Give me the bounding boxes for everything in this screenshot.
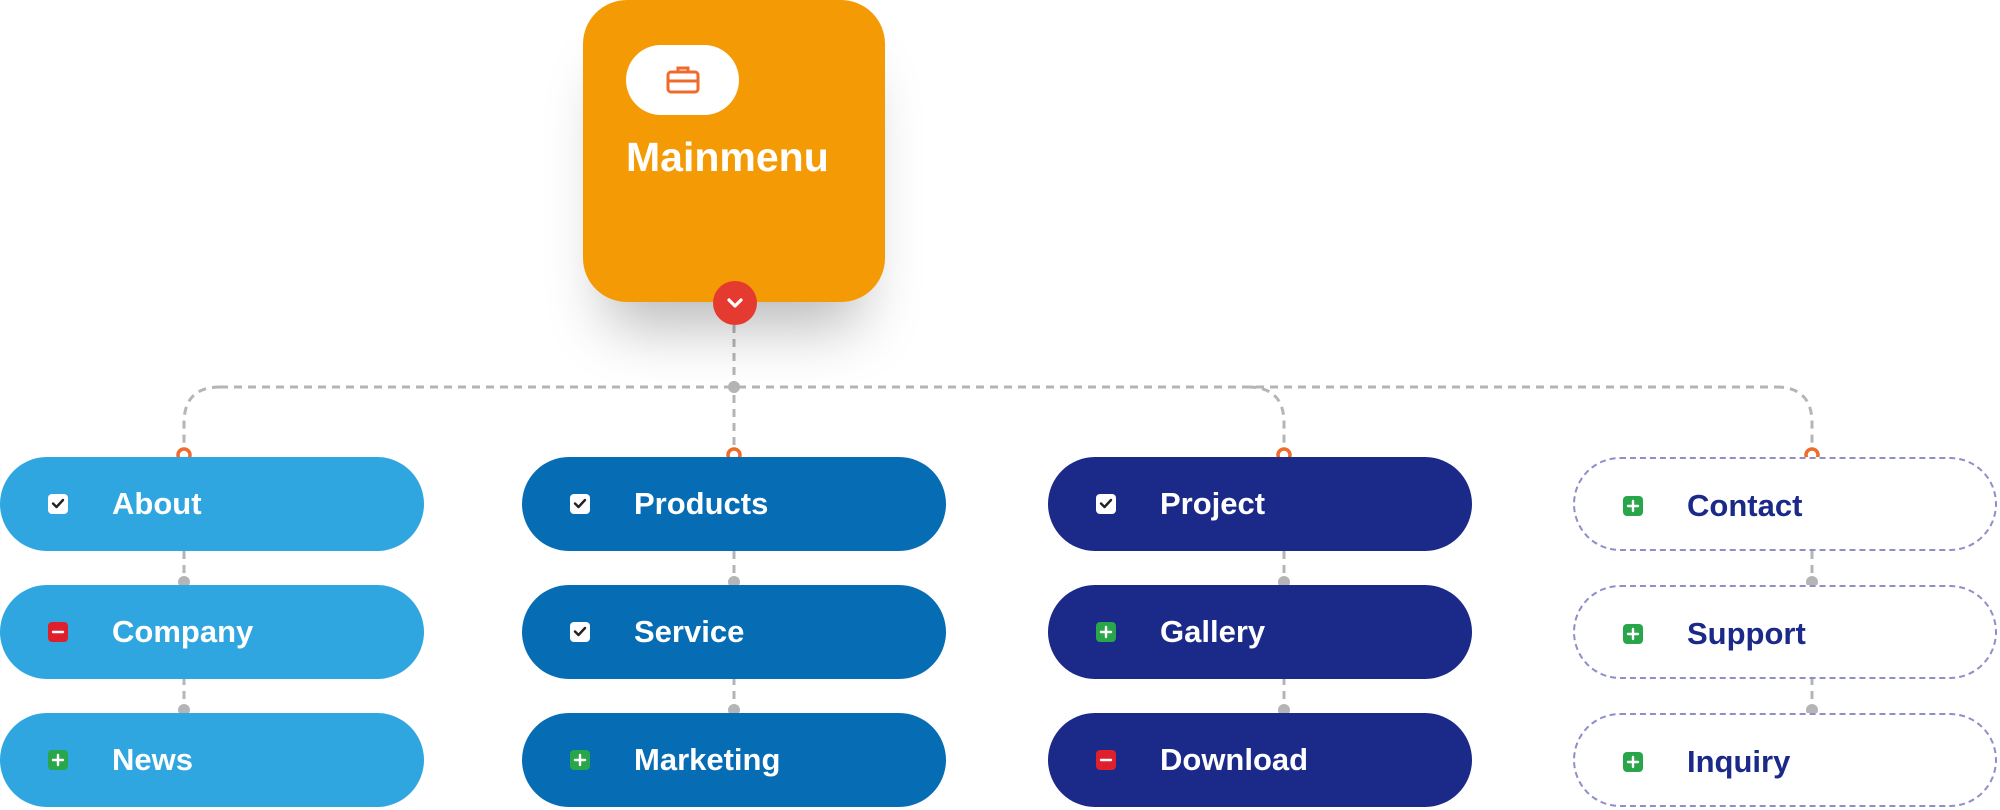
menu-item-contact[interactable]: Contact <box>1573 457 1997 551</box>
check-icon <box>570 494 590 514</box>
menu-item-label: Download <box>1160 742 1309 777</box>
menu-item-project[interactable]: Project <box>1048 457 1472 551</box>
plus-icon <box>48 750 68 770</box>
briefcase-icon <box>666 66 699 94</box>
menu-item-about[interactable]: About <box>0 457 424 551</box>
branch-drop-connector <box>182 385 221 455</box>
branch-drop-connector <box>1775 385 1814 455</box>
menu-item-support[interactable]: Support <box>1573 585 1997 679</box>
mainmenu-toggle[interactable] <box>713 281 757 325</box>
menu-item-products[interactable]: Products <box>522 457 946 551</box>
menu-item-label: Service <box>634 614 745 649</box>
plus-icon <box>1623 624 1643 644</box>
check-icon <box>48 494 68 514</box>
menu-item-service[interactable]: Service <box>522 585 946 679</box>
menu-item-label: Contact <box>1687 488 1803 523</box>
menu-item-label: Inquiry <box>1687 744 1791 779</box>
branch-drop-connector <box>1247 385 1286 455</box>
menu-item-news[interactable]: News <box>0 713 424 807</box>
menu-item-label: Marketing <box>634 742 781 777</box>
plus-icon <box>1623 752 1643 772</box>
menu-item-marketing[interactable]: Marketing <box>522 713 946 807</box>
minus-icon <box>1096 750 1116 770</box>
chevron-down-icon <box>727 298 743 308</box>
menu-item-label: Project <box>1160 486 1266 521</box>
branch-junction-dot <box>728 381 740 393</box>
menu-item-label: About <box>112 486 202 521</box>
menu-item-inquiry[interactable]: Inquiry <box>1573 713 1997 807</box>
menu-item-label: Products <box>634 486 769 521</box>
menu-item-label: Gallery <box>1160 614 1266 649</box>
minus-icon <box>48 622 68 642</box>
mainmenu-icon-pill <box>626 45 739 115</box>
mainmenu-title: Mainmenu <box>626 134 829 180</box>
menu-item-label: News <box>112 742 193 777</box>
plus-icon <box>1623 496 1643 516</box>
menu-item-gallery[interactable]: Gallery <box>1048 585 1472 679</box>
mainmenu-node[interactable]: Mainmenu <box>583 0 885 302</box>
menu-item-label: Support <box>1687 616 1806 651</box>
check-icon <box>1096 494 1116 514</box>
check-icon <box>570 622 590 642</box>
plus-icon <box>1096 622 1116 642</box>
menu-item-label: Company <box>112 614 254 649</box>
menu-item-company[interactable]: Company <box>0 585 424 679</box>
menu-item-download[interactable]: Download <box>1048 713 1472 807</box>
plus-icon <box>570 750 590 770</box>
